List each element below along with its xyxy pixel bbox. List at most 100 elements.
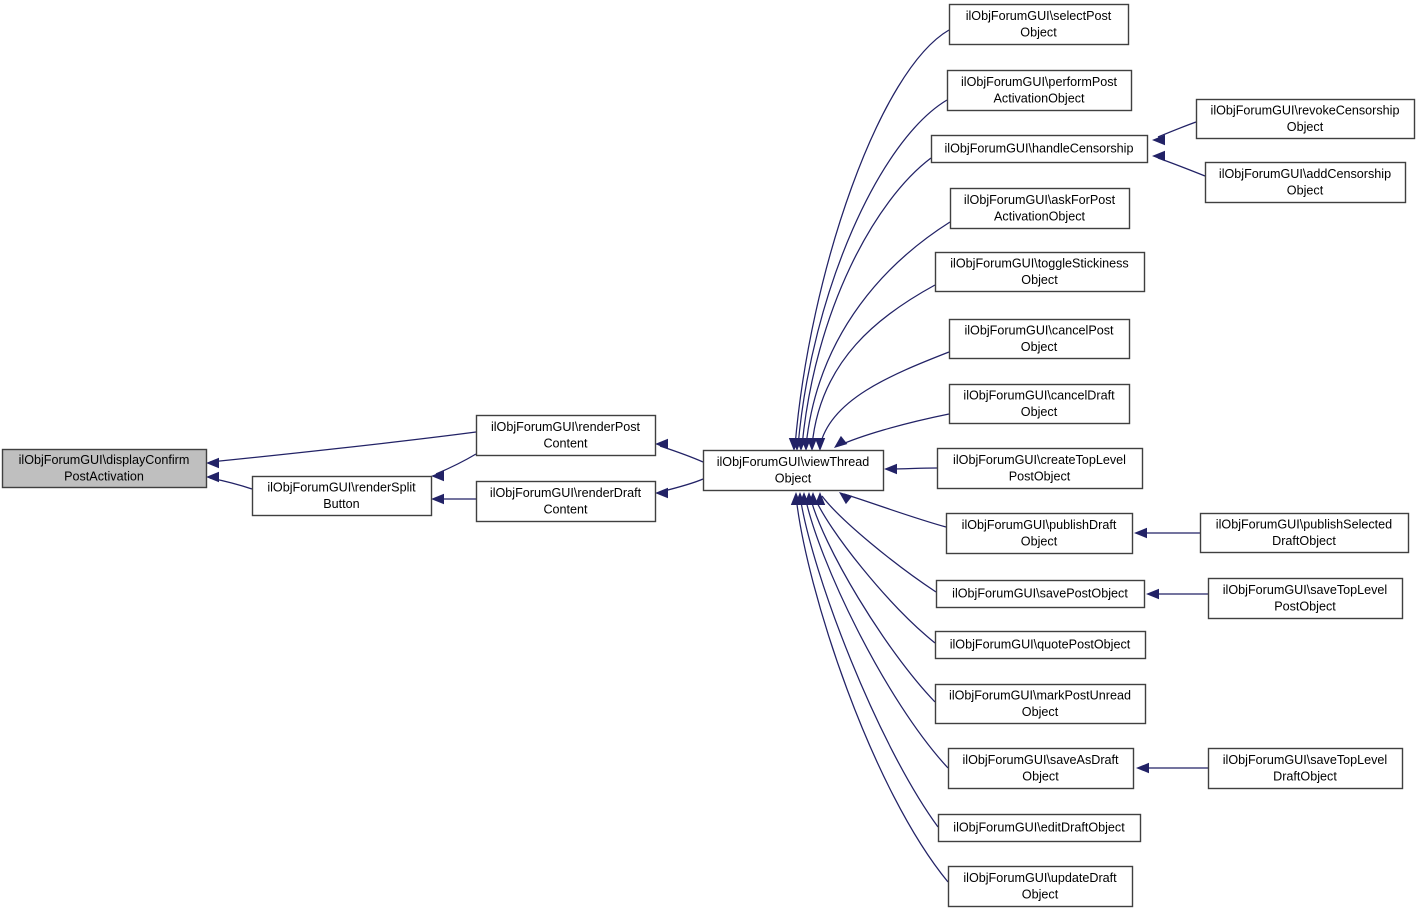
node-box[interactable] [934,630,1147,660]
node-label-line: Object [1021,340,1058,354]
arrowhead-icon [655,487,668,499]
node-label-line: Object [1022,887,1059,901]
node-label-line: ilObjForumGUI\cancelPost [964,323,1114,337]
node-box[interactable] [945,512,1134,555]
node-box[interactable] [475,414,657,457]
call-edge-handleCensorship-to-viewThreadObject [801,157,932,447]
node-label-line: ilObjForumGUI\cancelDraft [963,388,1115,402]
graph-node-displayConfirmPostActivation[interactable]: ilObjForumGUI\displayConfirmPostActivati… [1,448,208,489]
node-label-line: Object [1021,273,1058,287]
node-label-line: ilObjForumGUI\displayConfirm [19,453,190,467]
node-box[interactable] [948,318,1131,360]
node-label-line: DraftObject [1273,769,1337,783]
node-box[interactable] [930,134,1149,164]
node-label-line: ilObjForumGUI\markPostUnread [949,688,1131,702]
node-box[interactable] [947,747,1135,790]
call-edge-markPostUnreadObject-to-viewThreadObject [809,495,936,703]
node-box[interactable] [1195,98,1416,140]
call-edge-toggleStickinessObject-to-viewThreadObject [811,284,936,447]
node-label-line: PostObject [1274,599,1336,613]
node-label-line: ilObjForumGUI\publishDraft [962,518,1117,532]
node-label-line: ilObjForumGUI\renderSplit [267,480,416,494]
arrowhead-icon [790,492,802,505]
node-box[interactable] [1,448,208,489]
graph-node-savePostObject[interactable]: ilObjForumGUI\savePostObject [935,579,1146,609]
node-box[interactable] [948,383,1131,425]
node-label-line: ilObjForumGUI\editDraftObject [953,821,1125,835]
node-label-line: Object [775,471,812,485]
graph-node-performPostActivationObject[interactable]: ilObjForumGUI\performPostActivationObjec… [946,69,1133,112]
arrowhead-icon [884,463,897,475]
node-box[interactable] [475,480,657,523]
arrowhead-icon [431,470,444,482]
graph-node-handleCensorship[interactable]: ilObjForumGUI\handleCensorship [930,134,1149,164]
call-edge-updateDraftObject-to-viewThreadObject [795,495,949,883]
node-label-line: ilObjForumGUI\selectPost [966,9,1112,23]
node-label-line: ActivationObject [994,91,1085,105]
node-label-line: Object [1020,25,1057,39]
node-label-line: Object [1022,769,1059,783]
arrowhead-icon [814,438,826,451]
node-box[interactable] [946,69,1133,112]
arrowhead-icon [1146,588,1159,600]
graph-node-quotePostObject[interactable]: ilObjForumGUI\quotePostObject [934,630,1147,660]
call-edge-savePostObject-to-viewThreadObject [821,495,937,593]
arrowhead-icon [1152,150,1165,162]
node-box[interactable] [1204,161,1407,204]
call-edge-performPostActivationObject-to-viewThreadObject [797,99,948,447]
node-box[interactable] [1207,577,1404,620]
node-box[interactable] [949,187,1131,230]
call-edge-selectPostObject-to-viewThreadObject [794,29,950,447]
node-box[interactable] [937,813,1142,843]
node-box[interactable] [934,683,1147,725]
node-box[interactable] [947,865,1134,908]
node-label-line: ilObjForumGUI\renderDraft [490,486,642,500]
node-label-line: ilObjForumGUI\quotePostObject [950,638,1131,652]
graph-node-editDraftObject[interactable]: ilObjForumGUI\editDraftObject [937,813,1142,843]
node-label-line: ilObjForumGUI\toggleStickiness [950,256,1128,270]
node-label-line: PostActivation [64,469,144,483]
node-label-line: ilObjForumGUI\revokeCensorship [1211,103,1400,117]
node-box[interactable] [935,579,1146,609]
node-box[interactable] [936,447,1144,490]
node-box[interactable] [702,449,885,492]
call-edge-renderPostContent-to-displayConfirmPostActivation [209,431,477,463]
node-label-line: ilObjForumGUI\performPost [961,75,1118,89]
node-label-line: ilObjForumGUI\handleCensorship [945,142,1134,156]
node-label-line: ilObjForumGUI\askForPost [964,193,1116,207]
call-edge-quotePostObject-to-viewThreadObject [813,495,936,644]
node-label-line: Content [543,436,588,450]
arrowhead-icon [1152,134,1165,146]
call-edge-saveAsDraftObject-to-viewThreadObject [804,495,949,769]
node-label-line: Content [543,502,588,516]
node-box[interactable] [934,251,1146,293]
node-label-line: ilObjForumGUI\saveTopLevel [1223,753,1387,767]
node-label-line: ActivationObject [994,209,1085,223]
arrowhead-icon [834,435,848,448]
node-layer: ilObjForumGUI\displayConfirmPostActivati… [1,3,1416,908]
node-box[interactable] [1199,512,1410,554]
node-box[interactable] [948,3,1130,46]
node-box[interactable] [1207,747,1404,790]
node-box[interactable] [251,475,433,517]
